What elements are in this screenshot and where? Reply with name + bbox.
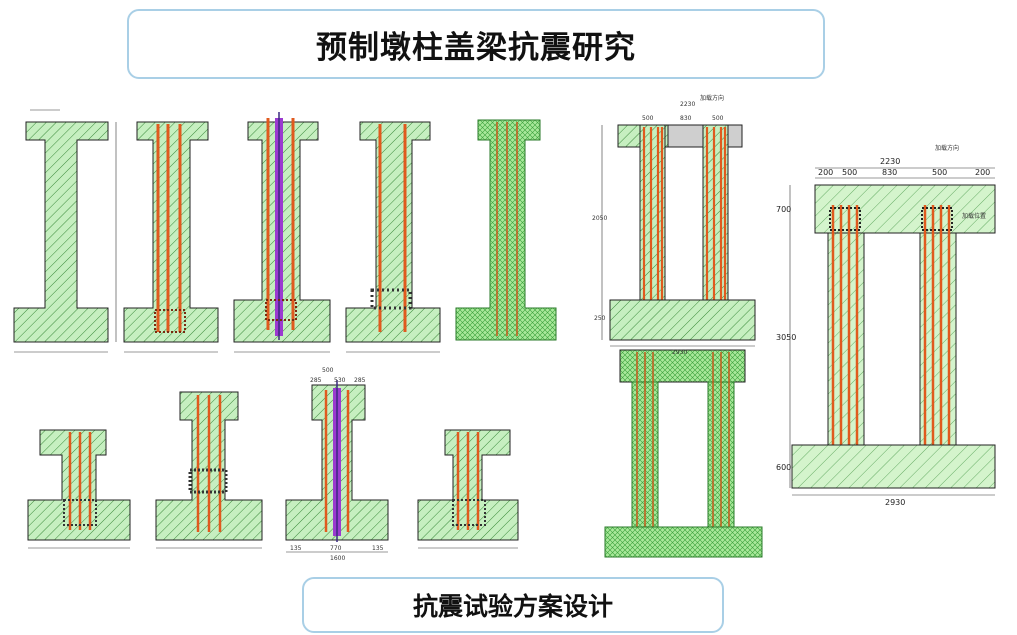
section-subtitle: 抗震试验方案设计 [412, 592, 613, 621]
mid-dim-830: 830 [680, 115, 692, 122]
mid-load-direction-label: 加载方向 [700, 94, 724, 102]
dim-600: 600 [776, 463, 791, 472]
dim-500-right: 500 [932, 168, 947, 177]
load-direction-label: 加载方向 [935, 144, 959, 152]
mid-dim-500-left: 500 [642, 115, 654, 122]
small-dim-135-left: 135 [290, 545, 302, 552]
specimen-top-4 [345, 121, 441, 353]
small-specimen-dims: 500 285 530 285 135 770 135 1600 [290, 367, 384, 562]
small-dim-500: 500 [322, 367, 334, 374]
small-dim-530: 530 [334, 377, 346, 384]
page-title: 预制墩柱盖梁抗震研究 [316, 29, 636, 66]
mid-dim-2930: 2930 [672, 349, 687, 356]
specimen-top-3 [233, 112, 331, 353]
frame-middle [601, 124, 763, 558]
frame-middle-dims: 2230 500 830 500 2050 250 2930 加载方向 [592, 94, 724, 356]
specimen-top-1 [13, 109, 117, 353]
small-dim-285-right: 285 [354, 377, 366, 384]
mid-dim-250: 250 [594, 315, 606, 322]
mid-dim-2050: 2050 [592, 215, 607, 222]
small-dim-1600: 1600 [330, 555, 345, 562]
dim-200-left: 200 [818, 168, 833, 177]
specimen-bottom-1 [27, 429, 131, 549]
specimen-bottom-3 [285, 380, 389, 553]
load-point-label: 加载位置 [962, 212, 986, 220]
frame-right [789, 167, 996, 496]
dim-2930: 2930 [885, 498, 905, 507]
page-title-banner: 预制墩柱盖梁抗震研究 [127, 9, 825, 79]
dim-2230: 2230 [880, 157, 900, 166]
mid-dim-500-right: 500 [712, 115, 724, 122]
dim-500-left: 500 [842, 168, 857, 177]
mid-dim-2230: 2230 [680, 101, 695, 108]
dim-3050: 3050 [776, 333, 796, 342]
specimen-top-2 [123, 121, 219, 353]
small-dim-135-right: 135 [372, 545, 384, 552]
section-subtitle-banner: 抗震试验方案设计 [302, 577, 724, 633]
small-dim-770: 770 [330, 545, 342, 552]
specimen-bottom-4 [417, 429, 519, 549]
dim-200-right: 200 [975, 168, 990, 177]
small-dim-285-left: 285 [310, 377, 322, 384]
dim-700: 700 [776, 205, 791, 214]
frame-right-dims: 2230 200 500 830 500 200 700 3050 600 29… [776, 144, 990, 507]
dim-830: 830 [882, 168, 897, 177]
specimen-bottom-2 [155, 391, 263, 549]
specimen-top-5 [455, 119, 557, 341]
